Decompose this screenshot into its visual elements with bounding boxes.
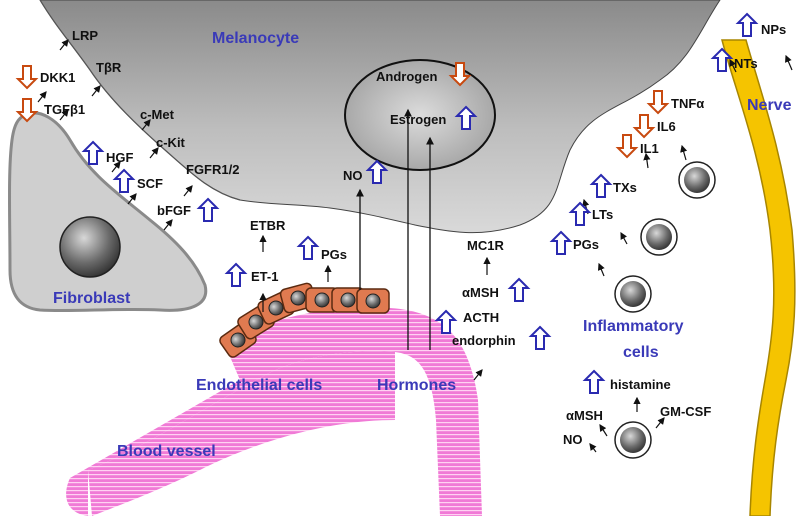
il1-label: IL1 [640, 141, 659, 156]
pointer-arrow-icon [680, 144, 688, 161]
up-arrow-icon [83, 141, 103, 165]
pointer-arrow-icon [37, 91, 47, 103]
et1-label: ET-1 [251, 269, 278, 284]
inflammatory-cell [640, 218, 678, 256]
down-arrow-icon [634, 114, 654, 138]
fibroblast-nucleus [59, 216, 121, 278]
acth-label: ACTH [463, 310, 499, 325]
fgfr-label: FGFR1/2 [186, 162, 239, 177]
amsh-inflammatory-label: αMSH [566, 408, 603, 423]
endothelial-cells [219, 282, 390, 358]
dkk1-label: DKK1 [40, 70, 75, 85]
up-arrow-icon [198, 198, 218, 222]
mc1r-label: MC1R [467, 238, 504, 253]
pointer-arrow-icon [163, 219, 173, 231]
inflammatory-cell [614, 421, 652, 459]
pointer-arrow-icon [183, 185, 193, 197]
up-arrow-icon [551, 231, 571, 255]
txs-label: TXs [613, 180, 637, 195]
gmcsf-label: GM-CSF [660, 404, 711, 419]
pointer-arrow-icon [59, 109, 69, 121]
bfgf-label: bFGF [157, 203, 191, 218]
endorphin-label: endorphin [452, 333, 516, 348]
ckit-label: c-Kit [156, 135, 186, 150]
blood-vessel-label: Blood vessel [117, 443, 216, 460]
tnfa-label: TNFα [671, 96, 704, 111]
nerve-fiber [721, 39, 796, 516]
endothelial-label: Endothelial cells [196, 377, 322, 394]
up-arrow-icon [114, 169, 134, 193]
pgs-endothelial-label: PGs [321, 247, 347, 262]
tgfb1-label: TGFβ1 [44, 102, 85, 117]
up-arrow-icon [584, 370, 604, 394]
down-arrow-icon [617, 134, 637, 158]
up-arrow-icon [298, 236, 318, 260]
pointer-arrow-icon [473, 369, 483, 381]
fibroblast-cell [8, 111, 208, 313]
estrogen-label: Estrogen [390, 112, 446, 127]
melanocyte-nucleus [344, 59, 496, 171]
blood-vessel-lower [88, 351, 395, 516]
androgen-label: Androgen [376, 69, 437, 84]
pointer-arrow-icon [597, 262, 605, 277]
inflammatory-label: Inflammatory [583, 318, 684, 335]
inflammatory-cell [614, 275, 652, 313]
tbr-label: TβR [96, 60, 122, 75]
blood-vessel [66, 307, 482, 516]
up-arrow-icon [530, 326, 550, 350]
nts-label: NTs [734, 56, 758, 71]
up-arrow-icon [591, 174, 611, 198]
il6-label: IL6 [657, 119, 676, 134]
pointer-arrow-icon [599, 423, 608, 437]
down-arrow-icon [17, 65, 37, 89]
fibroblast-label: Fibroblast [53, 290, 131, 307]
pointer-arrow-icon [729, 58, 737, 73]
pointer-arrow-icon [785, 54, 793, 71]
pointer-arrow-icon [643, 152, 651, 169]
pointer-arrow-icon [91, 85, 101, 97]
cmet-label: c-Met [140, 107, 175, 122]
pointer-arrow-icon [589, 443, 597, 453]
histamine-label: histamine [610, 377, 671, 392]
pgs-inflammatory-label: PGs [573, 237, 599, 252]
hgf-label: HGF [106, 150, 134, 165]
nerve-label: Nerve [747, 97, 792, 114]
pointer-arrow-icon [111, 161, 121, 173]
inflammatory-cells-label: cells [623, 344, 659, 361]
up-arrow-icon [226, 263, 246, 287]
hormones-label: Hormones [377, 377, 456, 394]
scf-label: SCF [137, 176, 163, 191]
nps-label: NPs [761, 22, 786, 37]
pointer-arrow-icon [141, 119, 151, 131]
pointer-arrow-icon [655, 417, 665, 429]
up-arrow-icon [509, 278, 529, 302]
down-arrow-icon [648, 90, 668, 114]
lts-label: LTs [592, 207, 613, 222]
amsh-hormone-label: αMSH [462, 285, 499, 300]
pointer-arrow-icon [127, 193, 137, 205]
melanocyte-label: Melanocyte [212, 30, 299, 47]
lrp-label: LRP [72, 28, 98, 43]
melanocyte-edge [39, 0, 241, 201]
inflammatory-cell [678, 161, 716, 199]
no-center-label: NO [343, 168, 363, 183]
up-arrow-icon [737, 13, 757, 37]
pointer-arrow-icon [620, 231, 628, 245]
etbr-label: ETBR [250, 218, 286, 233]
pointer-arrow-icon [59, 39, 69, 51]
no-inflammatory-label: NO [563, 432, 583, 447]
pointer-arrow-icon [149, 147, 159, 159]
